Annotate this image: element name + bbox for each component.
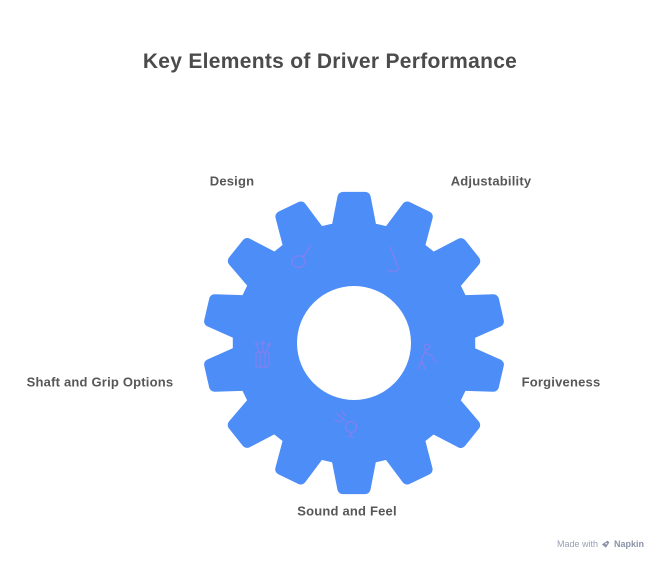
- page-title: Key Elements of Driver Performance: [142, 50, 518, 73]
- gear-hole: [297, 286, 411, 400]
- node-label-shaft-and-grip-options: Shaft and Grip Options: [26, 374, 174, 390]
- napkin-credit: Made with Napkin: [557, 539, 644, 549]
- golfer-swing-icon: [417, 343, 437, 370]
- golf-driver-icon: [291, 244, 312, 269]
- golf-bag-icon: [254, 340, 271, 368]
- node-label-sound-and-feel: Sound and Feel: [297, 503, 397, 519]
- node-label-design: Design: [209, 173, 255, 189]
- node-label-adjustability: Adjustability: [450, 173, 532, 189]
- golf-club-icon: [387, 246, 399, 273]
- pen-nib-icon: [601, 540, 610, 548]
- napkin-brand-label: Napkin: [613, 539, 644, 549]
- made-with-label: Made with: [556, 539, 598, 549]
- golf-ball-tee-icon: [334, 410, 358, 438]
- node-label-forgiveness: Forgiveness: [521, 374, 601, 390]
